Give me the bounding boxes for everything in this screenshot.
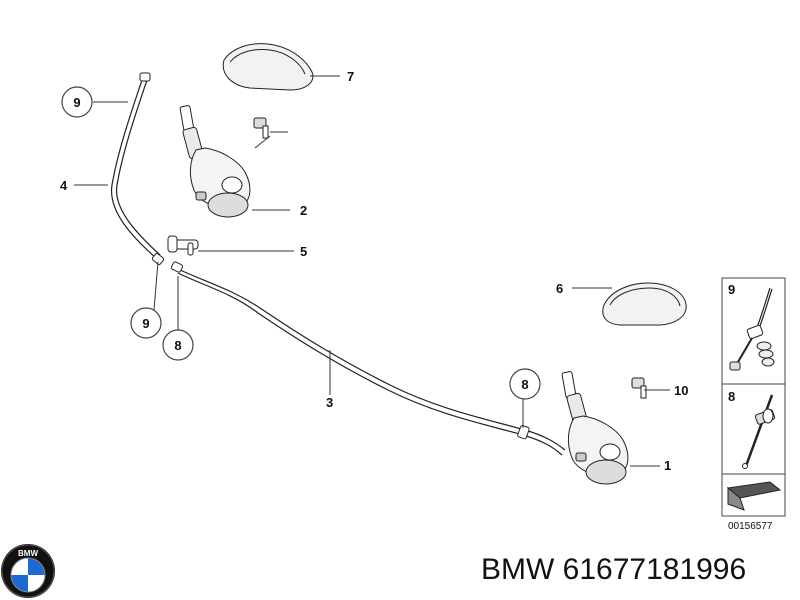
callout-2: 2 [300,203,307,218]
leader-lines [74,75,670,467]
callout-3: 3 [326,395,333,410]
circled-callout-9-top: 9 [61,86,93,118]
callout-6: 6 [556,281,563,296]
svg-text:8: 8 [521,377,528,392]
circled-callout-9-mid: 9 [130,307,162,339]
circled-callout-8-right: 8 [509,368,541,400]
side-legend-panel: 9 8 00156577 [721,277,786,532]
circled-callout-8-left: 8 [162,329,194,361]
t-connector-part-5 [167,235,199,256]
hose-clip-part-9 [729,287,775,371]
bmw-logo-icon: BMW [1,544,55,598]
hose-part-4 [110,72,165,265]
screw-part-10 [631,377,647,399]
cover-part-7 [222,43,314,91]
svg-text:8: 8 [174,338,181,353]
side-legend-label-9: 9 [728,282,735,297]
side-legend-label-8: 8 [728,389,735,404]
svg-text:9: 9 [142,316,149,331]
callout-4: 4 [60,178,68,193]
screw-upper [253,117,269,139]
callout-5: 5 [300,244,307,259]
direction-arrow-icon [724,476,783,514]
callout-1: 1 [664,458,671,473]
nozzle-assembly-part-2 [179,105,251,218]
callout-10: 10 [674,383,688,398]
nozzle-assembly-part-1 [561,371,629,485]
callout-7: 7 [347,69,354,84]
diagram-number: 00156577 [728,521,773,532]
cover-part-6 [602,282,687,326]
hose-part-3 [170,261,566,456]
svg-text:BMW: BMW [18,549,38,558]
cable-tie-part-8 [742,394,776,469]
svg-text:9: 9 [73,95,80,110]
part-number-caption: BMW 61677181996 [481,553,747,586]
